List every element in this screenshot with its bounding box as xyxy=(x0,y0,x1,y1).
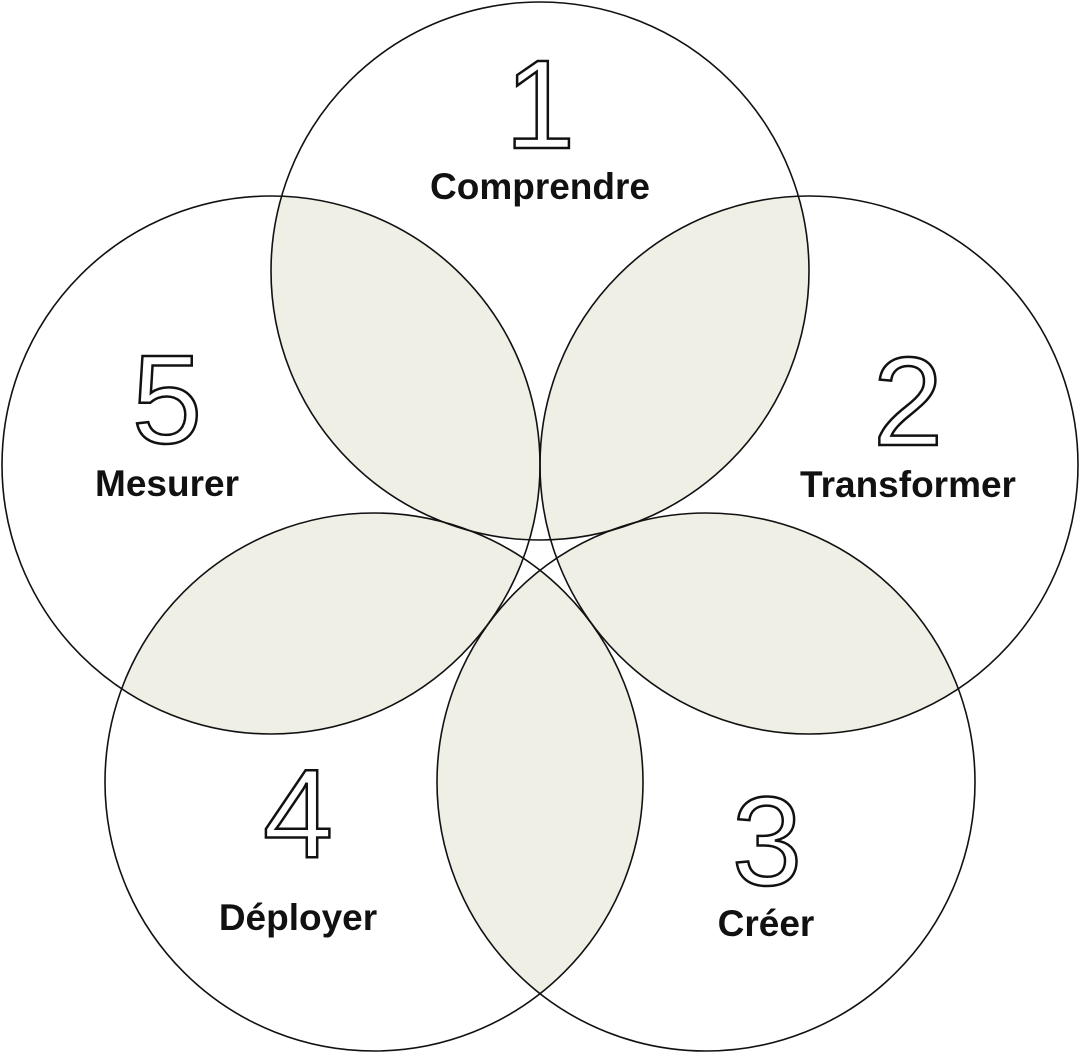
step-number: 5 xyxy=(132,329,202,470)
circle-step-5 xyxy=(1,195,541,735)
circle-step-4 xyxy=(104,512,644,1052)
circle-step-3 xyxy=(436,512,976,1052)
step-5: 5 Mesurer xyxy=(95,328,239,504)
circle-step-1 xyxy=(270,1,810,541)
step-label: Créer xyxy=(718,903,815,944)
step-label: Déployer xyxy=(219,897,377,938)
step-4: 4 Déployer xyxy=(219,742,377,938)
overlap-lens xyxy=(540,196,809,540)
overlap-lens xyxy=(437,513,643,1051)
step-label: Mesurer xyxy=(95,463,239,504)
overlap-lens xyxy=(271,196,540,540)
step-3: 3 Créer xyxy=(718,770,815,944)
step-number: 4 xyxy=(263,743,333,884)
step-number: 2 xyxy=(873,331,943,472)
step-label: Transformer xyxy=(800,464,1016,505)
step-number: 1 xyxy=(505,34,575,175)
step-number: 3 xyxy=(732,771,802,912)
step-2: 2 Transformer xyxy=(800,330,1016,505)
step-1: 1 Comprendre xyxy=(430,33,650,207)
step-label: Comprendre xyxy=(430,166,650,207)
